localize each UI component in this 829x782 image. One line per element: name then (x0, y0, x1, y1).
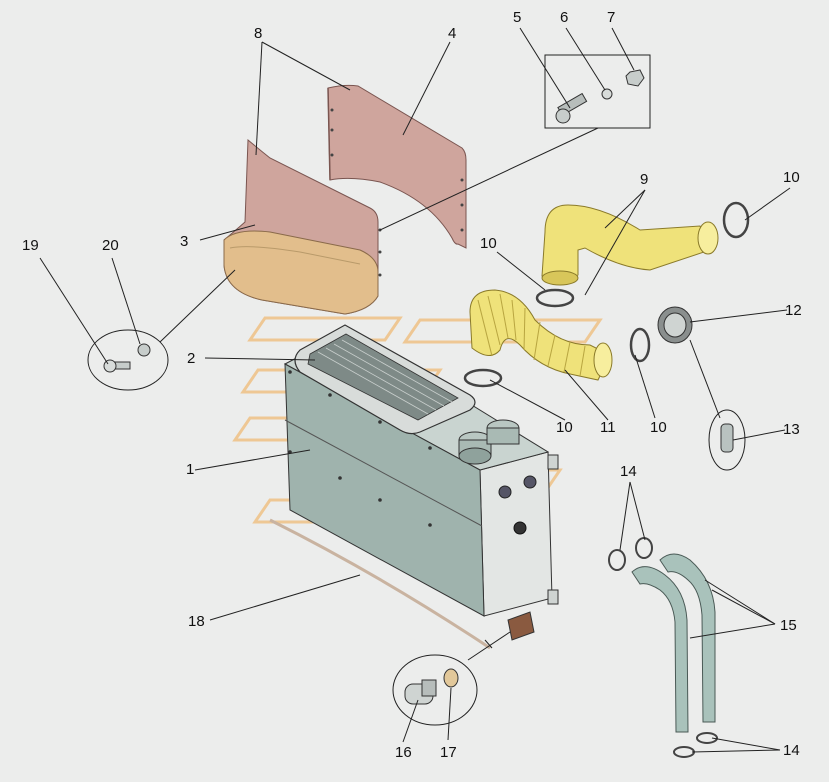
callout-15: 15 (780, 617, 797, 634)
detail-circle-19-20 (87, 329, 169, 391)
callout-6: 6 (560, 9, 568, 26)
callout-9: 9 (640, 171, 648, 188)
callout-8: 8 (254, 25, 262, 42)
rigid-air-duct (541, 204, 719, 286)
callout-10-c: 10 (556, 419, 573, 436)
heat-exchanger-core (294, 324, 476, 435)
callout-10-d: 10 (650, 419, 667, 436)
callout-4: 4 (448, 25, 456, 42)
callout-10-b: 10 (783, 169, 800, 186)
callout-18: 18 (188, 613, 205, 630)
fastener-kit (544, 54, 651, 129)
rubber-grommet (657, 306, 693, 344)
callout-2: 2 (187, 350, 195, 367)
callout-1: 1 (186, 461, 194, 478)
detail-circle-13 (708, 409, 746, 471)
detail-circle-16-17 (392, 654, 478, 726)
callout-13: 13 (783, 421, 800, 438)
leader-lines (39, 27, 791, 753)
callout-16: 16 (395, 744, 412, 761)
sealing-strip (269, 518, 491, 650)
callout-19: 19 (22, 237, 39, 254)
callout-11: 11 (600, 419, 616, 436)
callout-7: 7 (607, 9, 615, 26)
front-shroud (223, 138, 382, 315)
rear-cover-panel (327, 84, 467, 249)
flexible-air-duct (469, 289, 613, 381)
callout-3: 3 (180, 233, 188, 250)
callout-20: 20 (102, 237, 119, 254)
callout-14-a: 14 (620, 463, 637, 480)
coolant-hoses (631, 553, 716, 733)
callout-10-a: 10 (480, 235, 497, 252)
callout-labels: 1 2 3 4 5 6 7 8 9 10 10 10 10 11 12 13 1… (22, 9, 802, 761)
hose-clamp (463, 201, 750, 388)
callout-12: 12 (785, 302, 802, 319)
callout-14-b: 14 (783, 742, 800, 759)
callout-5: 5 (513, 9, 521, 26)
callout-17: 17 (440, 744, 457, 761)
